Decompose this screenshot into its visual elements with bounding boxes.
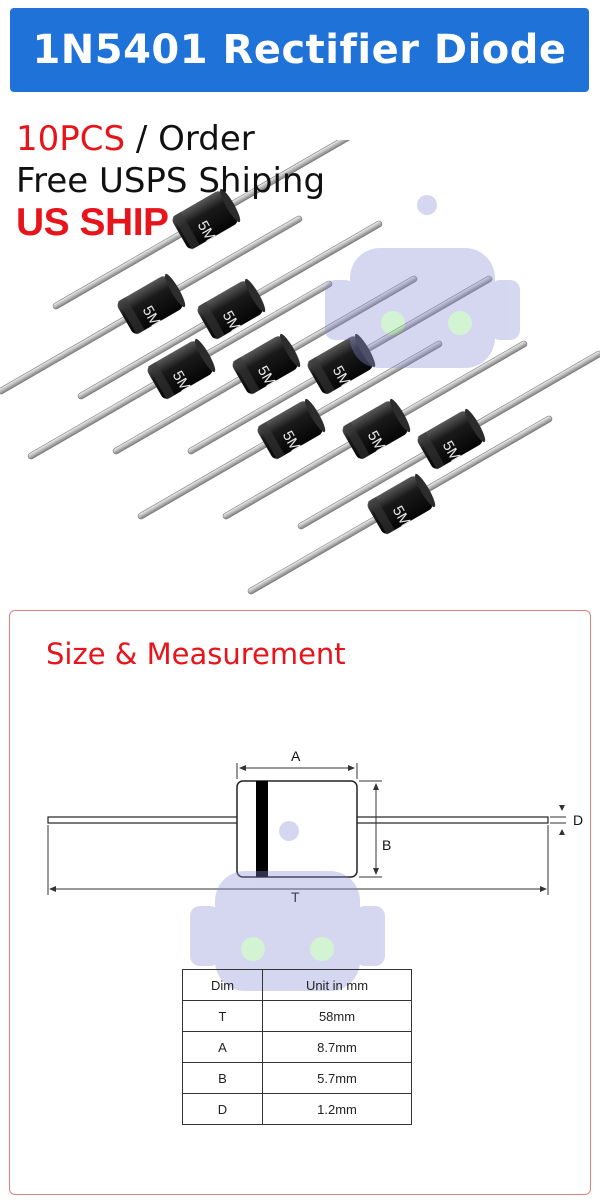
watermark-icon	[190, 821, 385, 991]
cell-dim: T	[182, 1000, 263, 1032]
dim-label-b: B	[382, 837, 391, 853]
cell-dim: B	[182, 1062, 263, 1094]
cell-value: 5.7mm	[262, 1062, 412, 1094]
title-banner: 1N5401 Rectifier Diode	[10, 8, 589, 92]
spec-title: Size & Measurement	[46, 637, 346, 671]
dimension-diagram: A B D T	[47, 748, 583, 991]
watermark-icon	[325, 195, 520, 368]
dim-label-d: D	[573, 812, 583, 828]
spec-panel: Size & Measurement A B D T	[9, 610, 591, 1195]
cell-value: 8.7mm	[262, 1031, 412, 1063]
table-header-row: Dim Unit in mm	[182, 969, 412, 1001]
origin-text: US SHIP	[16, 201, 169, 244]
table-row: D 1.2mm	[182, 1093, 412, 1125]
header-unit: Unit in mm	[262, 969, 412, 1001]
order-line: 10PCS / Order	[16, 118, 325, 160]
table-row: B 5.7mm	[182, 1062, 412, 1094]
cell-value: 1.2mm	[262, 1093, 412, 1125]
dim-label-a: A	[291, 748, 301, 764]
cell-value: 58mm	[262, 1000, 412, 1032]
table-row: A 8.7mm	[182, 1031, 412, 1063]
quantity-text: 10PCS	[16, 119, 126, 159]
cell-dim: A	[182, 1031, 263, 1063]
dimension-table: Dim Unit in mm T 58mm A 8.7mm B 5.7mm	[182, 969, 412, 1125]
cathode-band	[256, 781, 268, 877]
per-order-text: / Order	[125, 119, 255, 159]
product-title: 1N5401 Rectifier Diode	[32, 27, 567, 73]
table-row: T 58mm	[182, 1000, 412, 1032]
dim-label-t: T	[291, 889, 300, 905]
promo-block: 10PCS / Order Free USPS Shiping US SHIP	[16, 118, 325, 244]
cell-dim: D	[182, 1093, 263, 1125]
header-dim: Dim	[182, 969, 263, 1001]
shipping-text: Free USPS Shiping	[16, 161, 326, 201]
product-photo: 5M	[0, 140, 600, 600]
